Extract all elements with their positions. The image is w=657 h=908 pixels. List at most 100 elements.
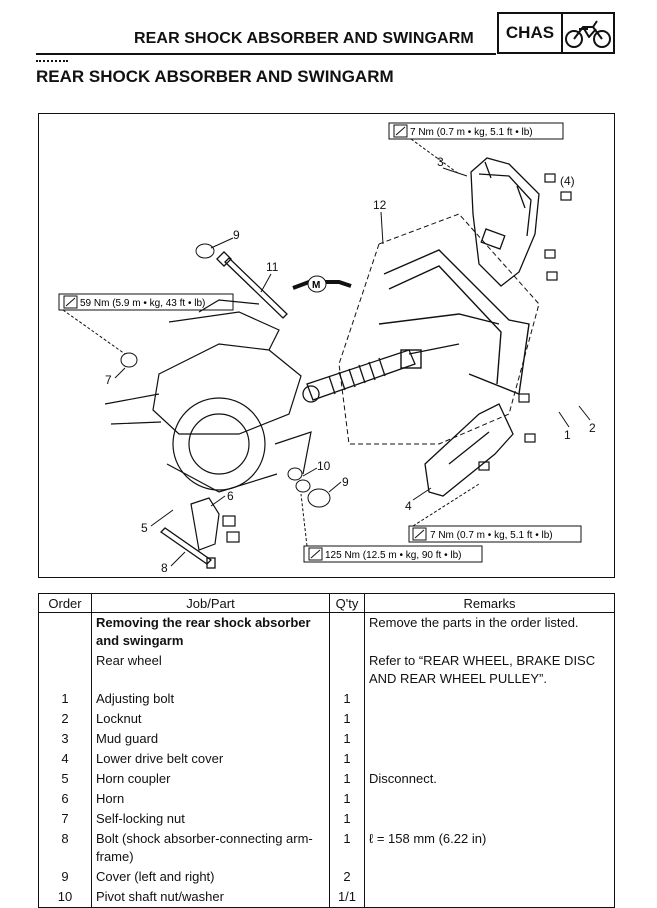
grease-symbol: M [292,275,352,293]
bolt-8-drawing [159,527,216,569]
cell-order: 10 [38,887,92,908]
pivot-shaft-drawing [216,251,288,319]
table-row: 3 Mud guard 1 [38,729,615,749]
cell-remarks [365,867,615,887]
callout-4: 4 [405,499,412,513]
callout-8: 8 [161,561,168,575]
cell-part: Horn [91,789,330,809]
running-header: REAR SHOCK ABSORBER AND SWINGARM CHAS [0,0,657,60]
pivot-nut-washer-drawing [287,467,311,493]
callout-4-count: (4) [560,174,575,188]
section-title: REAR SHOCK ABSORBER AND SWINGARM [36,67,394,86]
cell-part: Locknut [91,709,330,729]
table-row: 9 Cover (left and right) 2 [38,867,615,887]
table-row: 5 Horn coupler 1 Disconnect. [38,769,615,789]
cell-qty: 1 [329,809,365,829]
table-header-row: Order Job/Part Q'ty Remarks [38,593,615,613]
cell-qty: 1 [329,789,365,809]
mud-guard-bolts [478,173,572,471]
table-row: 10 Pivot shaft nut/washer 1/1 [38,887,615,908]
callout-2: 2 [589,421,596,435]
torque-label-bottom-right: 7 Nm (0.7 m • kg, 5.1 ft • lb) [408,483,582,543]
torque-label-top-text: 7 Nm (0.7 m • kg, 5.1 ft • lb) [410,127,533,138]
cell-order: 5 [38,769,92,789]
header-qty: Q'ty [329,593,365,613]
lubricant-mark: M [312,280,320,291]
cell-part: Adjusting bolt [91,689,330,709]
callout-9-lower: 9 [342,475,349,489]
cell-remarks [365,709,615,729]
cell-remarks: Disconnect. [369,771,437,786]
cell-qty: 1 [329,749,365,769]
torque-label-top: 7 Nm (0.7 m • kg, 5.1 ft • lb) [388,122,564,175]
motorcycle-icon [563,14,613,52]
torque-label-bottom-text: 125 Nm (12.5 m • kg, 90 ft • lb) [325,550,462,561]
cell-part: Removing the rear shock absorber and swi… [91,612,330,651]
header-job-part: Job/Part [91,593,330,613]
cell-order: 9 [38,867,92,887]
callout-3: 3 [437,155,444,169]
table-row: 4 Lower drive belt cover 1 [38,749,615,769]
table-row: 6 Horn 1 [38,789,615,809]
cell-remarks: ℓ = 158 mm (6.22 in) [369,831,487,846]
cell-order: 4 [38,749,92,769]
cell-qty: 2 [329,867,365,887]
table-row: 8 Bolt (shock absorber-connecting arm-fr… [38,829,615,867]
cell-order [38,612,92,651]
cell-qty [329,651,365,689]
callouts: 1 2 3 (4) 4 5 6 7 8 9 9 10 11 12 [105,155,596,575]
cell-remarks [365,789,615,809]
cell-order: 7 [38,809,92,829]
self-locking-nut-drawing [120,352,138,368]
cell-remarks [365,729,615,749]
torque-label-bottom-right-text: 7 Nm (0.7 m • kg, 5.1 ft • lb) [430,530,553,541]
parts-table: Order Job/Part Q'ty Remarks Removing the… [38,593,615,908]
callout-6: 6 [227,489,234,503]
cell-order: 6 [38,789,92,809]
section-marker [36,60,68,62]
cell-qty: 1/1 [329,887,365,908]
callout-5: 5 [141,521,148,535]
header-order: Order [38,593,92,613]
chapter-badge: CHAS [497,12,615,54]
cell-part: Mud guard [91,729,330,749]
table-row: 7 Self-locking nut 1 [38,809,615,829]
cell-part: Cover (left and right) [91,867,330,887]
header-rule [36,53,496,55]
cell-remarks [365,887,615,908]
running-title: REAR SHOCK ABSORBER AND SWINGARM [134,30,474,47]
cell-qty: 1 [329,729,365,749]
cell-part: Rear wheel [91,651,330,689]
cover-upper-drawing [195,243,215,259]
engine-drawing [104,299,312,493]
belt-cover-drawing [424,403,514,497]
cell-qty [329,612,365,651]
swingarm-outline [338,213,540,445]
table-row: 2 Locknut 1 [38,709,615,729]
chapter-badge-label: CHAS [499,14,563,52]
callout-7: 7 [105,373,112,387]
shock-absorber-drawing [302,349,416,403]
table-row: Removing the rear shock absorber and swi… [38,612,615,651]
cell-qty: 1 [329,829,365,867]
cell-remarks [365,809,615,829]
cell-part: Bolt (shock absorber-connecting arm-fram… [91,829,330,867]
cover-lower-drawing [307,488,331,508]
cell-order [38,651,92,689]
cell-part: Horn coupler [91,769,330,789]
callout-10: 10 [317,459,331,473]
cell-remarks: Refer to “REAR WHEEL, BRAKE DISC AND REA… [369,653,596,686]
cell-remarks [365,749,615,769]
table-row: 1 Adjusting bolt 1 [38,689,615,709]
cell-part: Pivot shaft nut/washer [91,887,330,908]
exploded-diagram: 7 Nm (0.7 m • kg, 5.1 ft • lb) 59 Nm (5.… [38,113,615,578]
cell-qty: 1 [329,769,365,789]
torque-label-left-text: 59 Nm (5.9 m • kg, 43 ft • lb) [80,298,205,309]
cell-qty: 1 [329,709,365,729]
header-remarks: Remarks [364,593,615,613]
cell-qty: 1 [329,689,365,709]
cell-order: 2 [38,709,92,729]
cell-order: 3 [38,729,92,749]
callout-11: 11 [266,260,279,274]
callout-1: 1 [564,428,571,442]
